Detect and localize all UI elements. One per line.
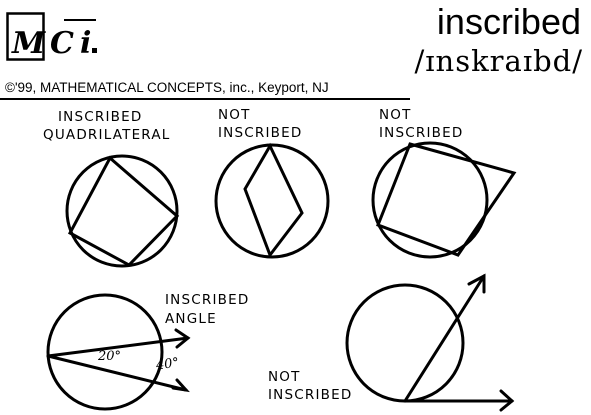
angle-ray-lower	[46, 354, 188, 392]
header-divider	[0, 98, 410, 100]
angle-value-label: 20°	[98, 349, 122, 364]
label-not-inscribed-2-line2: INSCRIBED	[379, 125, 464, 141]
svg-text:i: i	[80, 26, 91, 61]
rhombus-not-inscribed	[243, 142, 304, 259]
label-inscribed-quadrilateral-2: QUADRILATERAL	[43, 127, 171, 143]
label-not-inscribed-2-line1: NOT	[379, 107, 412, 123]
circle-4	[46, 293, 164, 411]
circle-3	[371, 141, 489, 259]
quadrilateral-not-inscribed	[376, 142, 517, 257]
ray-secant	[403, 274, 486, 403]
label-inscribed-angle-2: ANGLE	[165, 311, 217, 327]
figure-not-inscribed-angle	[345, 273, 515, 412]
arrowhead-lower	[171, 378, 190, 393]
circle-2	[214, 143, 330, 259]
label-not-inscribed-1-line2: INSCRIBED	[218, 125, 303, 141]
quadrilateral-inscribed	[67, 155, 180, 267]
term-word: inscribed	[436, 1, 581, 42]
circle-1	[65, 154, 179, 268]
label-not-inscribed-3-line1: NOT	[268, 369, 301, 385]
circle-5	[345, 283, 465, 403]
figure-not-inscribed-rhombus	[214, 142, 330, 259]
label-inscribed-quadrilateral-1: INSCRIBED	[58, 109, 143, 125]
svg-text:M: M	[11, 26, 46, 61]
arrowhead-secant	[467, 273, 486, 294]
pronunciation: /ɪnskraɪbd/	[414, 44, 583, 78]
arrowhead-upper	[174, 328, 191, 349]
label-not-inscribed-1-line1: NOT	[218, 107, 251, 123]
arrowhead-tangent	[499, 389, 515, 412]
figure-not-inscribed-quad	[371, 141, 517, 259]
label-not-inscribed-3-line2: INSCRIBED	[268, 387, 353, 403]
figure-inscribed-quadrilateral	[65, 154, 180, 268]
arc-value-label: 40°	[155, 355, 180, 374]
copyright-line: ©'99, MATHEMATICAL CONCEPTS, inc., Keypo…	[5, 80, 329, 95]
figure-inscribed-angle	[46, 293, 191, 411]
mci-logo: M C i	[6, 12, 97, 61]
angle-ray-upper	[46, 336, 190, 358]
label-inscribed-angle-1: INSCRIBED	[165, 292, 250, 308]
svg-text:C: C	[50, 26, 74, 61]
